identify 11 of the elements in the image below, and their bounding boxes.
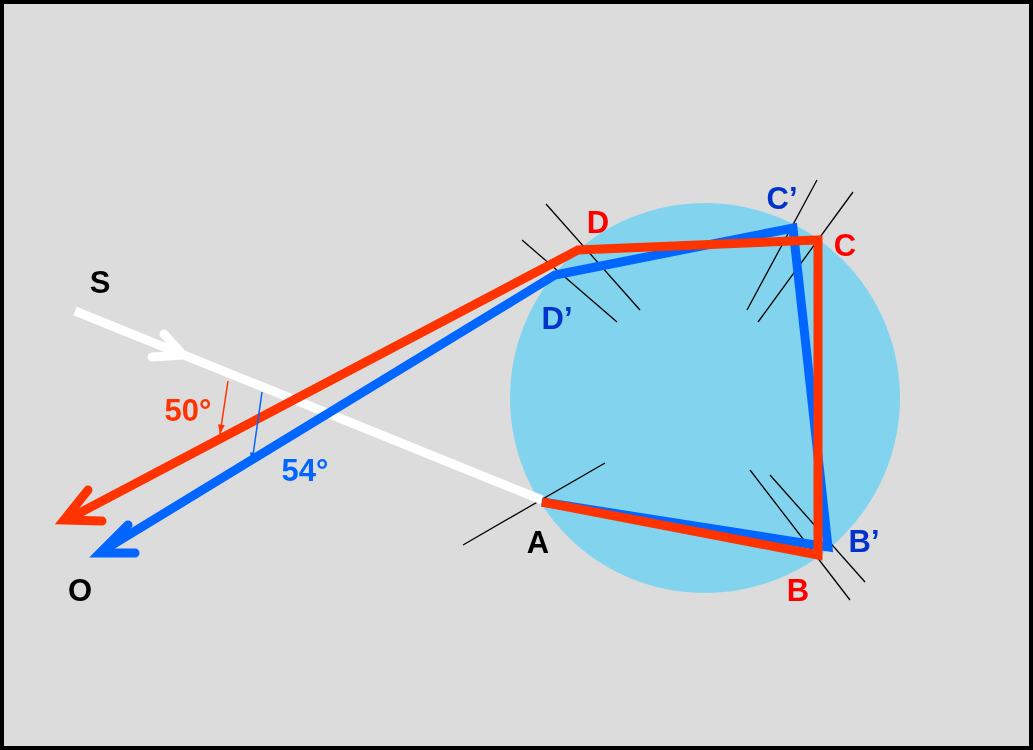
point-label: C: [833, 229, 857, 261]
point-label: A: [526, 526, 550, 558]
point-label: C’: [766, 182, 798, 214]
point-label: D: [586, 206, 610, 238]
point-label: B: [786, 574, 810, 606]
point-label: D’: [541, 302, 573, 334]
angle-label: 50°: [164, 394, 212, 426]
point-label: O: [67, 574, 93, 606]
angle-label: 54°: [281, 454, 329, 486]
point-label: S: [89, 266, 111, 298]
point-label: B’: [848, 525, 880, 557]
